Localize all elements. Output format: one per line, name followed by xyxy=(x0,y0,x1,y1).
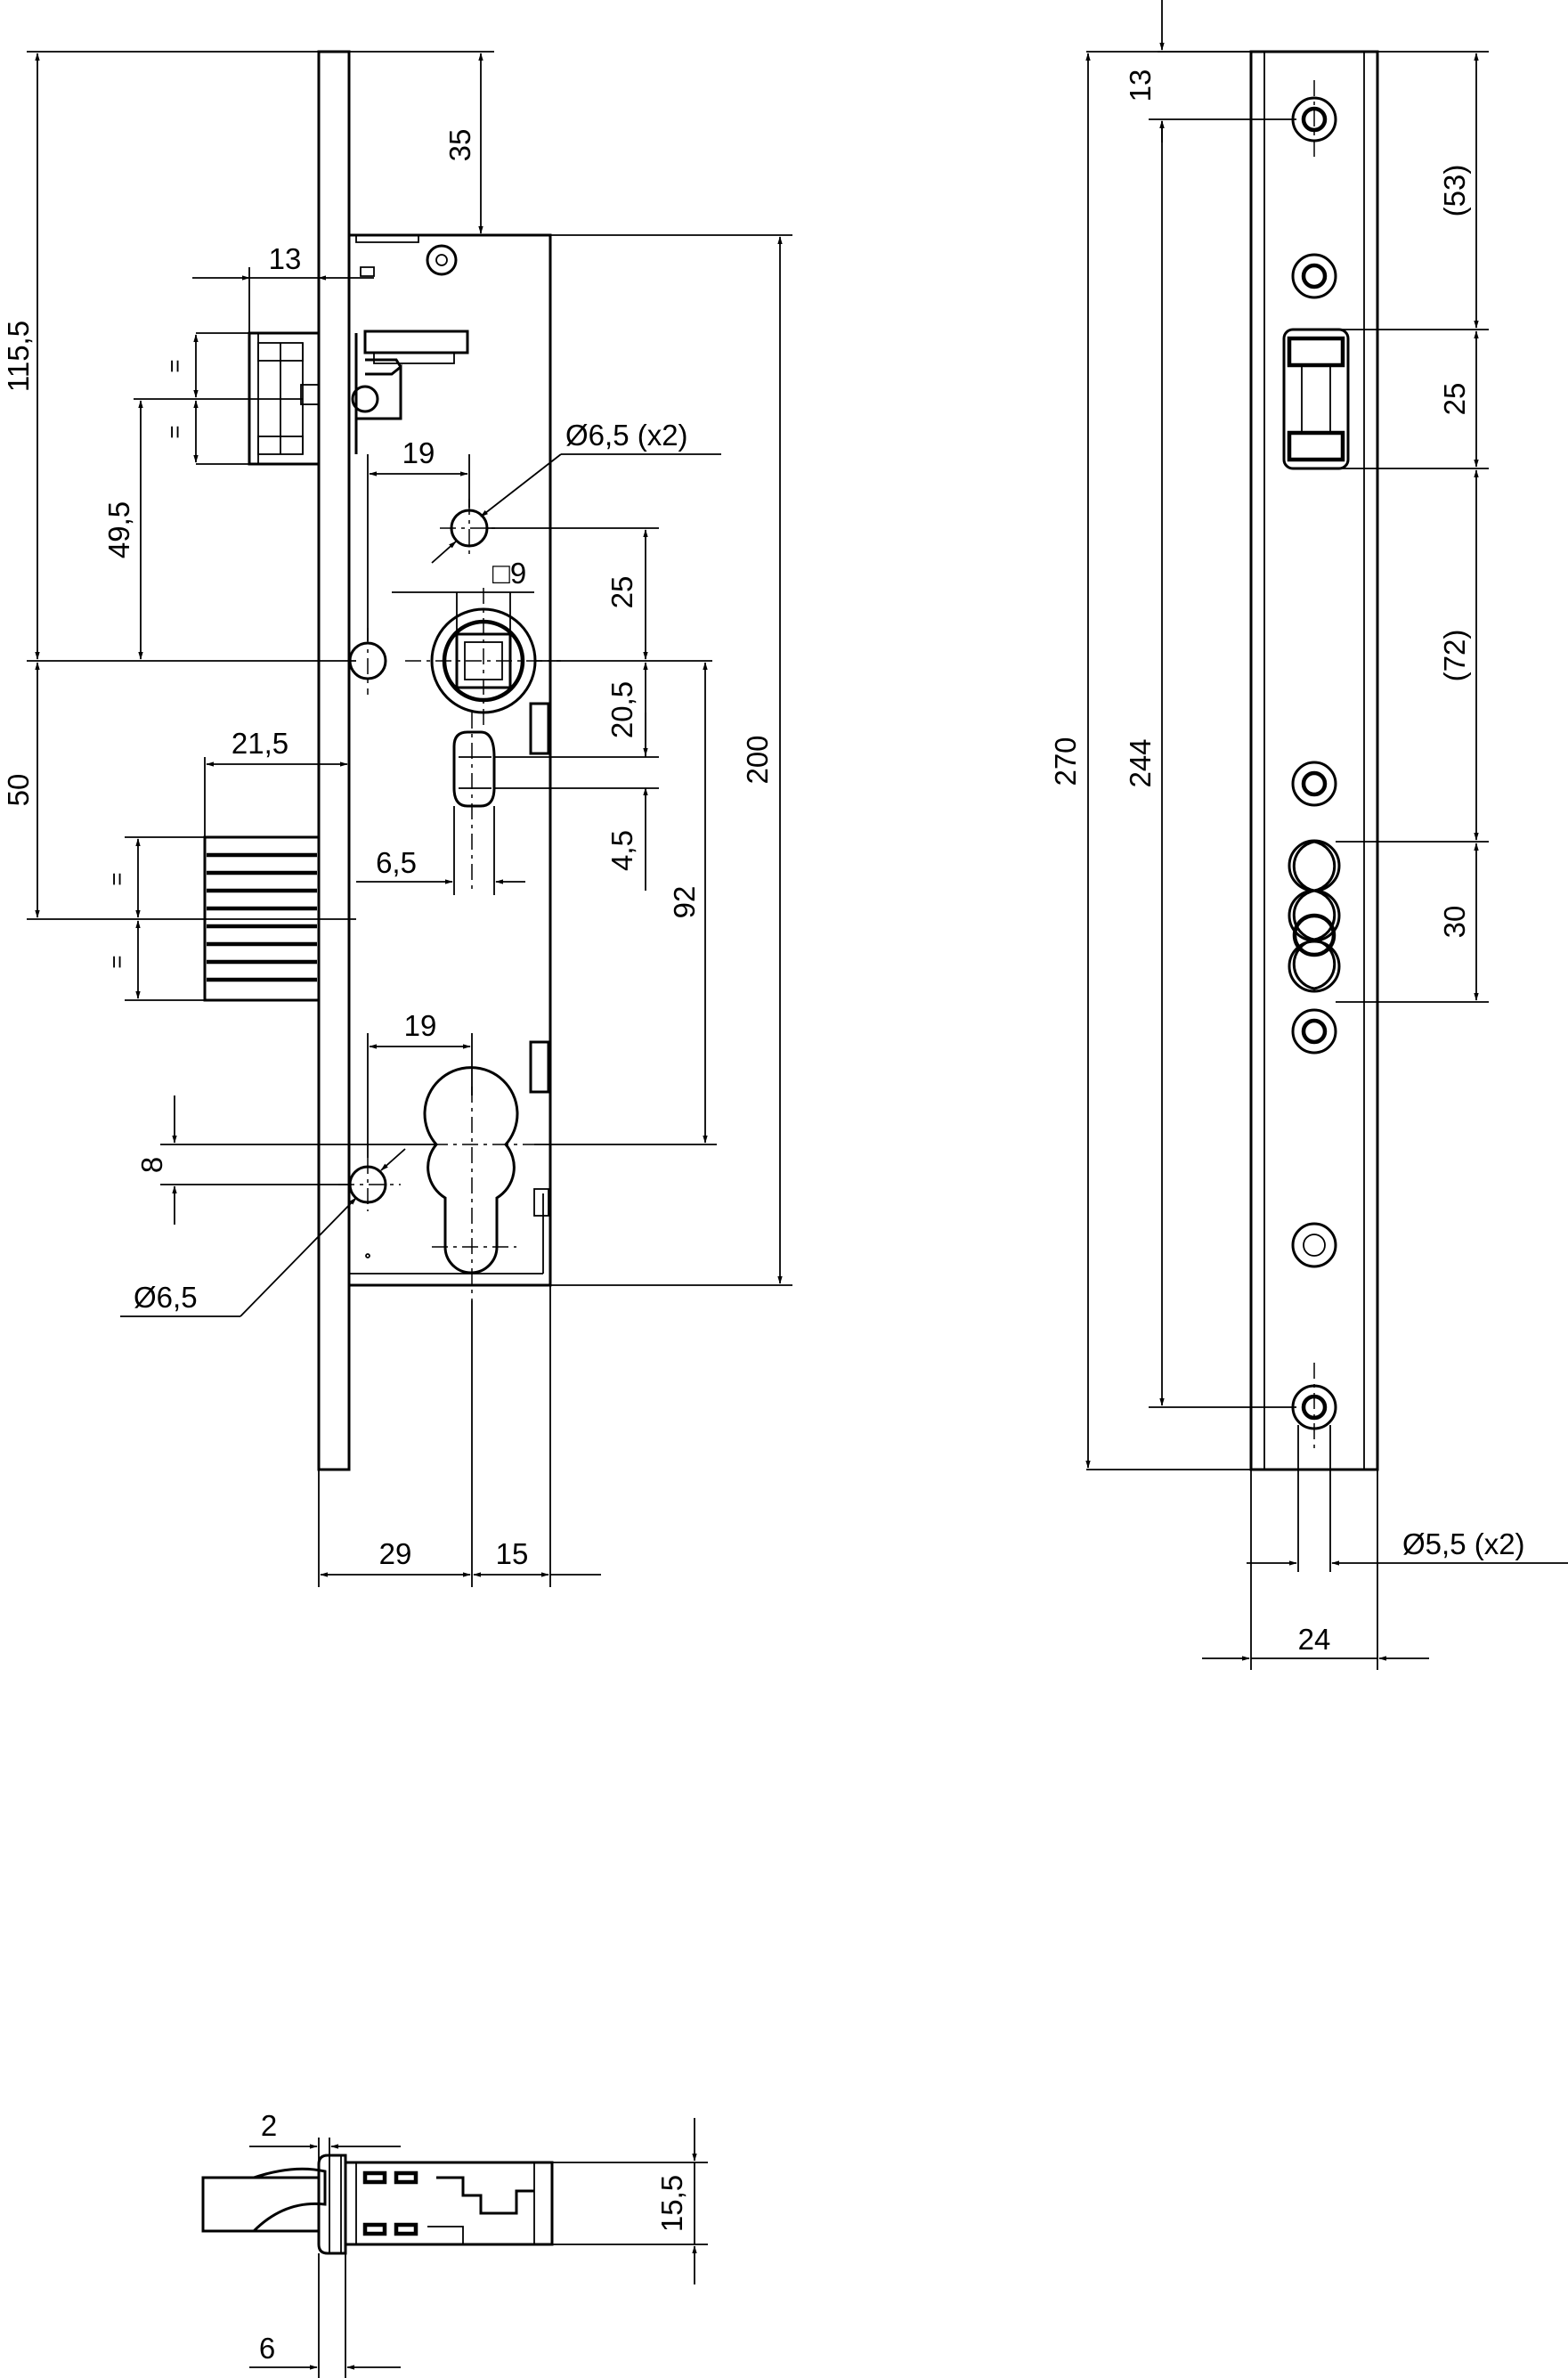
bottom-dim-15-5: 15,5 xyxy=(655,2175,688,2232)
screw-hole-3 xyxy=(1291,761,1337,807)
cylinder-profile xyxy=(423,1066,519,1275)
side-dim-270: 270 xyxy=(1049,737,1082,786)
bottom-view: 2 15,5 6 xyxy=(201,2109,708,2378)
eq-mark-3: = xyxy=(103,872,130,885)
bottom-dim-6: 6 xyxy=(259,2332,275,2365)
bottom-dim-2: 2 xyxy=(261,2109,277,2142)
side-dim-72: (72) xyxy=(1438,630,1471,682)
side-dim-53: (53) xyxy=(1438,165,1471,217)
dim-square-9: □9 xyxy=(492,557,526,590)
dim-92: 92 xyxy=(668,886,701,919)
dim-8: 8 xyxy=(135,1157,168,1173)
screw-hole-4 xyxy=(1291,1008,1337,1055)
side-dim-244: 244 xyxy=(1124,738,1157,787)
dim-15: 15 xyxy=(496,1537,529,1570)
side-dim-30: 30 xyxy=(1438,906,1471,939)
eq-mark-4: = xyxy=(103,955,130,968)
dim-4-5: 4,5 xyxy=(605,830,638,871)
case-screw-top xyxy=(426,244,458,276)
oval-slot xyxy=(452,730,496,808)
dim-50: 50 xyxy=(2,774,35,807)
latch-mechanism xyxy=(351,330,469,454)
faceplate xyxy=(317,50,351,1471)
side-view: 13 270 244 (53) 25 (72) 30 Ø5,5 (x2) xyxy=(1049,0,1568,1670)
dim-115-5: 115,5 xyxy=(2,321,35,392)
screw-hole-2 xyxy=(1291,253,1337,299)
dim-200: 200 xyxy=(741,735,774,784)
dim-25: 25 xyxy=(605,576,638,609)
lock-case xyxy=(349,233,552,1287)
dim-19-bottom: 19 xyxy=(404,1009,437,1042)
eq-mark-1: = xyxy=(161,359,188,372)
dim-6-5-x2: Ø6,5 (x2) xyxy=(565,419,688,452)
dim-6-5: 6,5 xyxy=(376,846,417,879)
front-view: 115,5 35 13 = = 49,5 19 Ø6,5 (x2) xyxy=(2,50,792,1587)
dim-6-5-hole: Ø6,5 xyxy=(134,1281,198,1314)
side-dim-13: 13 xyxy=(1124,69,1157,102)
dim-49-5: 49,5 xyxy=(102,501,135,558)
eq-mark-2: = xyxy=(161,425,188,438)
dim-21-5: 21,5 xyxy=(232,727,288,760)
latch-opening xyxy=(1282,328,1350,470)
side-dim-5-5-x2: Ø5,5 (x2) xyxy=(1402,1527,1525,1560)
side-dim-24: 24 xyxy=(1298,1623,1331,1656)
side-dim-25: 25 xyxy=(1438,383,1471,416)
screw-hole-5 xyxy=(1291,1222,1337,1268)
dim-20-5: 20,5 xyxy=(605,681,638,738)
dim-35: 35 xyxy=(443,129,476,162)
dim-29: 29 xyxy=(379,1537,412,1570)
dim-13: 13 xyxy=(269,242,302,275)
deadbolt-opening xyxy=(1288,839,1341,993)
faceplate-front xyxy=(1249,50,1379,1471)
dim-19-top: 19 xyxy=(402,436,435,469)
